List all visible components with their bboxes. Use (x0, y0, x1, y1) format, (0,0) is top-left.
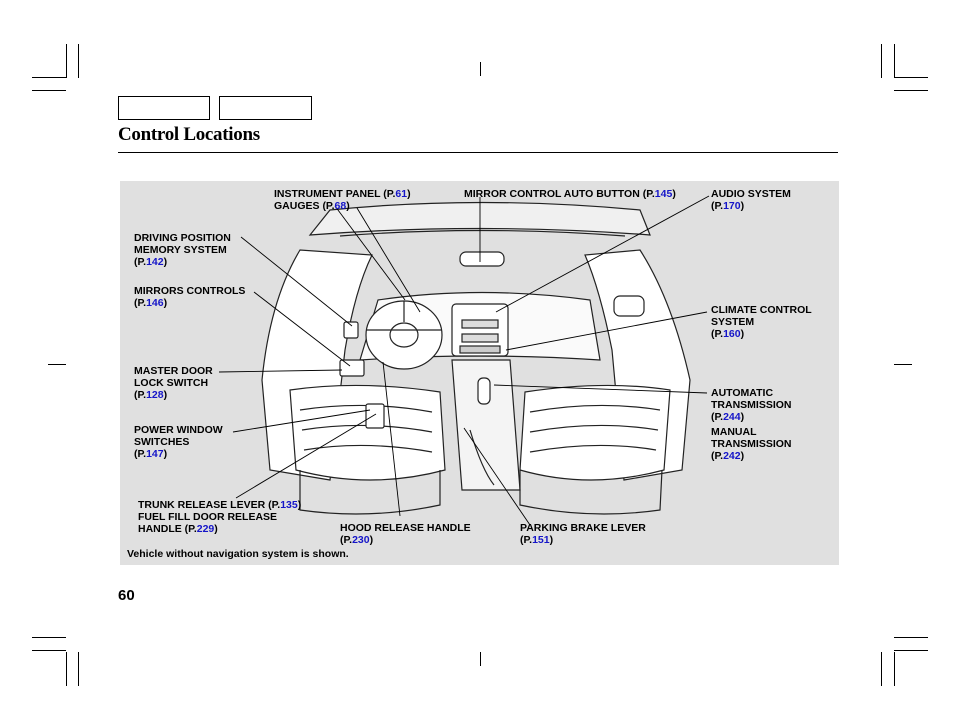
label-master-door-lock: MASTER DOOR LOCK SWITCH (P.128) (134, 365, 213, 401)
footnote: Vehicle without navigation system is sho… (127, 548, 349, 560)
ref-page-link[interactable]: 230 (352, 534, 370, 546)
ref-page-link[interactable]: 244 (723, 411, 741, 423)
label-audio-system: AUDIO SYSTEM (P.170) (711, 188, 791, 212)
ref-page-link[interactable]: 170 (723, 200, 741, 212)
label-instrument-panel: INSTRUMENT PANEL (P.61) (274, 188, 411, 200)
header-tab-1 (118, 96, 210, 120)
ref-page-link[interactable]: 142 (146, 256, 164, 268)
ref-page-link[interactable]: 128 (146, 389, 164, 401)
label-parking-brake: PARKING BRAKE LEVER (P.151) (520, 522, 646, 546)
ref-page-link[interactable]: 151 (532, 534, 550, 546)
ref-page-link[interactable]: 145 (654, 188, 673, 200)
ref-page-link[interactable]: 68 (334, 200, 347, 212)
label-driving-position: DRIVING POSITION MEMORY SYSTEM (P.142) (134, 232, 231, 268)
label-mirror-control: MIRROR CONTROL AUTO BUTTON (P.145) (464, 188, 676, 200)
header-tab-2 (219, 96, 312, 120)
label-fuel-fill: FUEL FILL DOOR RELEASE HANDLE (P.229) (138, 511, 278, 535)
page-number: 60 (118, 587, 135, 604)
label-manual-transmission: MANUAL TRANSMISSION (P.242) (711, 426, 792, 462)
title-rule (118, 152, 838, 153)
page-title: Control Locations (118, 124, 260, 145)
label-mirrors-controls: MIRRORS CONTROLS (P.146) (134, 285, 246, 309)
ref-page-link[interactable]: 61 (395, 188, 408, 200)
ref-page-link[interactable]: 160 (723, 328, 741, 340)
ref-page-link[interactable]: 229 (196, 523, 215, 535)
label-trunk-release: TRUNK RELEASE LEVER (P.135) (138, 499, 302, 511)
label-climate-control: CLIMATE CONTROL SYSTEM (P.160) (711, 304, 812, 340)
label-gauges: GAUGES (P.68) (274, 200, 350, 212)
label-automatic-transmission: AUTOMATIC TRANSMISSION (P.244) (711, 387, 792, 423)
ref-page-link[interactable]: 147 (146, 448, 164, 460)
label-power-window: POWER WINDOW SWITCHES (P.147) (134, 424, 223, 460)
ref-page-link[interactable]: 135 (280, 499, 298, 511)
ref-page-link[interactable]: 242 (723, 450, 741, 462)
label-hood-release: HOOD RELEASE HANDLE (P.230) (340, 522, 471, 546)
ref-page-link[interactable]: 146 (146, 297, 164, 309)
